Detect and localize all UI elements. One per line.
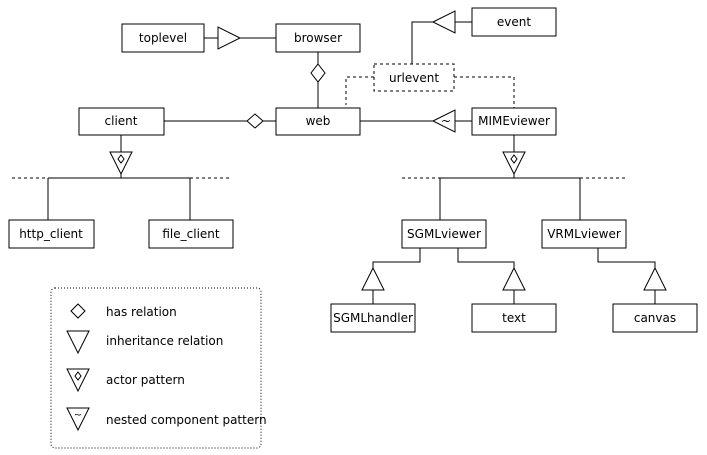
svg-text:file_client: file_client bbox=[162, 227, 220, 241]
actor-pattern-diamond-icon bbox=[510, 154, 518, 164]
node-event: event bbox=[471, 7, 557, 37]
legend-tilde-mark: ~ bbox=[74, 410, 82, 421]
svg-text:MIMEviewer: MIMEviewer bbox=[478, 114, 550, 128]
svg-text:browser: browser bbox=[294, 31, 342, 45]
node-http-client: http_client bbox=[8, 219, 95, 249]
legend-nested-triangle-icon bbox=[66, 407, 90, 432]
node-sgmlhandler: SGMLhandler bbox=[330, 303, 416, 333]
legend-triangle-icon bbox=[66, 330, 90, 355]
legend-inheritance-relation: inheritance relation bbox=[106, 334, 223, 348]
svg-text:canvas: canvas bbox=[634, 311, 676, 325]
svg-text:VRMLviewer: VRMLviewer bbox=[547, 227, 621, 241]
node-text: text bbox=[471, 303, 557, 333]
nested-tilde-mark: ~ bbox=[441, 114, 451, 128]
inheritance-triangle-icon bbox=[431, 10, 456, 34]
inheritance-triangle-icon bbox=[217, 26, 242, 50]
has-relation-diamond-icon bbox=[246, 113, 264, 129]
legend: has relation inheritance relation actor … bbox=[50, 287, 267, 449]
svg-text:toplevel: toplevel bbox=[139, 31, 187, 45]
legend-actor-diamond-icon bbox=[74, 371, 82, 381]
edge-triangle-urlevent bbox=[411, 21, 433, 64]
actor-pattern-diamond-icon bbox=[117, 154, 125, 164]
edge-sgml-left bbox=[372, 248, 421, 268]
svg-text:event: event bbox=[497, 15, 531, 29]
node-file-client: file_client bbox=[148, 219, 234, 249]
legend-diamond-icon bbox=[70, 303, 86, 319]
svg-text:text: text bbox=[502, 311, 526, 325]
svg-text:SGMLviewer: SGMLviewer bbox=[407, 227, 481, 241]
edge-urlevent-web bbox=[345, 76, 374, 105]
legend-actor-pattern: actor pattern bbox=[106, 373, 185, 387]
legend-nested-component-pattern: nested component pattern bbox=[106, 413, 267, 427]
node-toplevel: toplevel bbox=[121, 23, 205, 53]
svg-text:urlevent: urlevent bbox=[389, 71, 439, 85]
has-relation-diamond-icon bbox=[310, 63, 326, 83]
legend-has-relation: has relation bbox=[106, 305, 177, 319]
node-urlevent: urlevent bbox=[373, 63, 455, 92]
svg-text:client: client bbox=[105, 114, 138, 128]
svg-text:web: web bbox=[306, 114, 331, 128]
nested-component-triangle-icon bbox=[431, 109, 456, 133]
inheritance-triangle-icon bbox=[643, 266, 667, 291]
node-sgmlviewer: SGMLviewer bbox=[401, 219, 487, 249]
node-mimeviewer: MIMEviewer bbox=[471, 107, 557, 136]
node-canvas: canvas bbox=[612, 303, 698, 333]
node-client: client bbox=[78, 107, 165, 136]
edge-urlevent-mime bbox=[454, 76, 515, 108]
edge-vrml bbox=[597, 248, 656, 268]
inheritance-triangle-icon bbox=[502, 266, 526, 291]
node-vrmlviewer: VRMLviewer bbox=[541, 219, 627, 249]
svg-text:SGMLhandler: SGMLhandler bbox=[333, 311, 413, 325]
node-browser: browser bbox=[275, 23, 361, 53]
inheritance-triangle-icon bbox=[361, 266, 385, 291]
svg-text:http_client: http_client bbox=[19, 227, 83, 241]
edge-sgml-right bbox=[457, 248, 515, 268]
node-web: web bbox=[275, 107, 361, 136]
